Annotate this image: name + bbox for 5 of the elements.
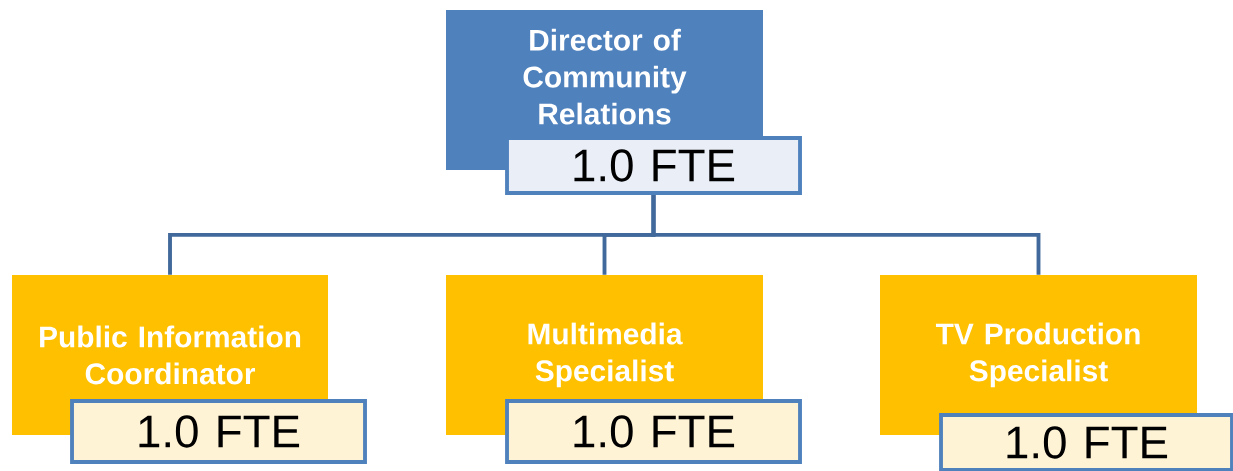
fte-box: 1.0 FTE bbox=[505, 399, 802, 464]
fte-box: 1.0 FTE bbox=[70, 399, 367, 464]
fte-box: 1.0 FTE bbox=[939, 413, 1233, 471]
connector-line bbox=[651, 194, 1041, 275]
fte-box: 1.0 FTE bbox=[505, 136, 802, 195]
